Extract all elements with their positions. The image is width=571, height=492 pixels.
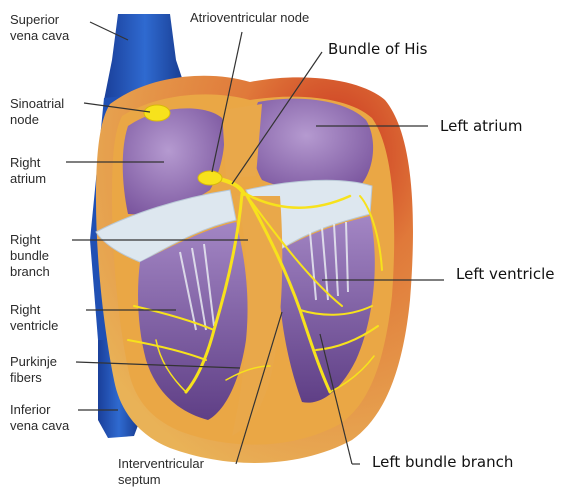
label-inferior-vena-cava-line1: Inferior bbox=[10, 402, 69, 418]
label-sinoatrial-node: Sinoatrial node bbox=[10, 96, 64, 128]
label-interventricular-septum-line2: septum bbox=[118, 472, 204, 488]
label-superior-vena-cava-line1: Superior bbox=[10, 12, 69, 28]
label-left-bundle-branch: Left bundle branch bbox=[372, 453, 513, 471]
label-superior-vena-cava-line2: vena cava bbox=[10, 28, 69, 44]
label-purkinje-fibers-line1: Purkinje bbox=[10, 354, 57, 370]
label-right-bundle-branch-line2: bundle bbox=[10, 248, 50, 264]
label-interventricular-septum: Interventricular septum bbox=[118, 456, 204, 488]
label-atrioventricular-node: Atrioventricular node bbox=[190, 10, 309, 26]
label-bundle-of-his: Bundle of His bbox=[328, 40, 427, 58]
label-sinoatrial-node-line2: node bbox=[10, 112, 64, 128]
label-right-ventricle: Right ventricle bbox=[10, 302, 58, 334]
label-left-atrium: Left atrium bbox=[440, 117, 523, 135]
label-right-bundle-branch-line1: Right bbox=[10, 232, 50, 248]
label-purkinje-fibers-line2: fibers bbox=[10, 370, 57, 386]
label-right-atrium-line2: atrium bbox=[10, 171, 46, 187]
label-interventricular-septum-line1: Interventricular bbox=[118, 456, 204, 472]
label-right-atrium: Right atrium bbox=[10, 155, 46, 187]
label-inferior-vena-cava-line2: vena cava bbox=[10, 418, 69, 434]
label-inferior-vena-cava: Inferior vena cava bbox=[10, 402, 69, 434]
left-atrium-chamber bbox=[252, 99, 374, 192]
label-right-bundle-branch: Right bundle branch bbox=[10, 232, 50, 280]
label-right-ventricle-line1: Right bbox=[10, 302, 58, 318]
label-superior-vena-cava: Superior vena cava bbox=[10, 12, 69, 44]
label-left-ventricle: Left ventricle bbox=[456, 265, 554, 283]
label-right-atrium-line1: Right bbox=[10, 155, 46, 171]
label-purkinje-fibers: Purkinje fibers bbox=[10, 354, 57, 386]
interatrial-wall bbox=[222, 104, 262, 178]
sinoatrial-node-shape bbox=[144, 105, 170, 121]
label-right-bundle-branch-line3: branch bbox=[10, 264, 50, 280]
atrioventricular-node-shape bbox=[198, 171, 222, 185]
label-sinoatrial-node-line1: Sinoatrial bbox=[10, 96, 64, 112]
label-right-ventricle-line2: ventricle bbox=[10, 318, 58, 334]
